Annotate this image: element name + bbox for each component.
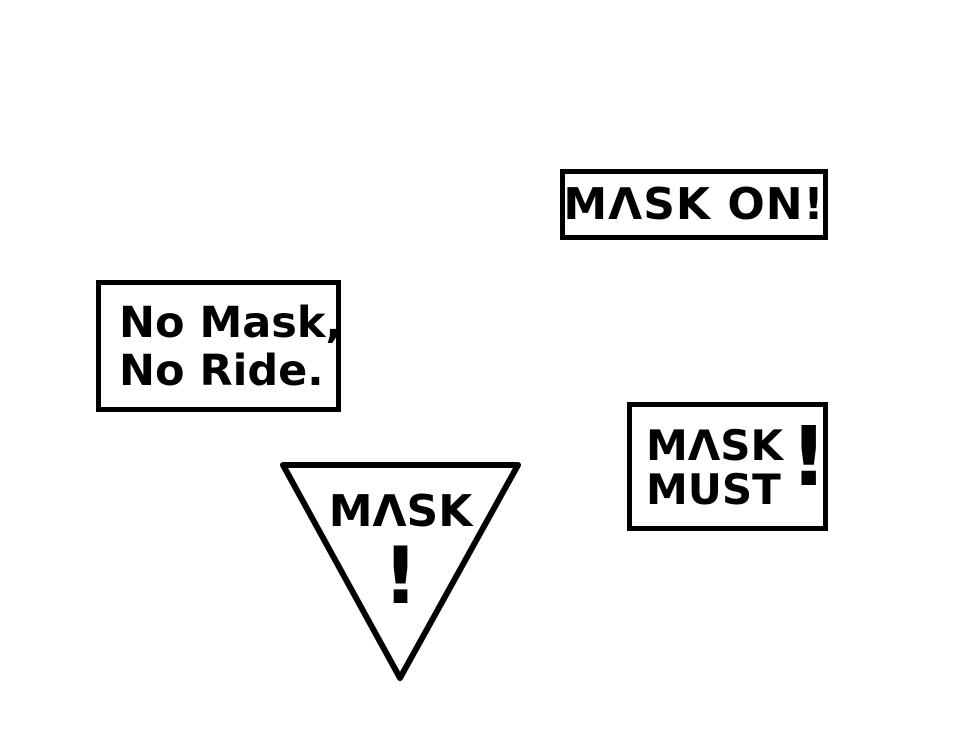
no-ride-line: No Ride. [119, 346, 324, 396]
mask-must-text-stack: MΛSK MUST [646, 424, 783, 512]
triangle-outline-shape [280, 462, 521, 681]
exclamation-mark: ! [790, 410, 828, 505]
mask-line: MΛSK [646, 421, 784, 470]
mask-on-sign: MΛSK ON! [560, 169, 828, 240]
mask-on-text: MΛSK ON! [563, 178, 825, 230]
triangle-warning-sign: MΛSK ! [278, 460, 523, 685]
must-line: MUST [646, 465, 781, 514]
mask-must-sign: MΛSK MUST ! [627, 402, 828, 531]
triangle-exclamation-mark: ! [382, 532, 419, 622]
no-mask-no-ride-sign: No Mask, No Ride. [96, 280, 342, 412]
triangle-mask-text: MΛSK [328, 486, 473, 537]
no-mask-line: No Mask, [119, 298, 342, 348]
